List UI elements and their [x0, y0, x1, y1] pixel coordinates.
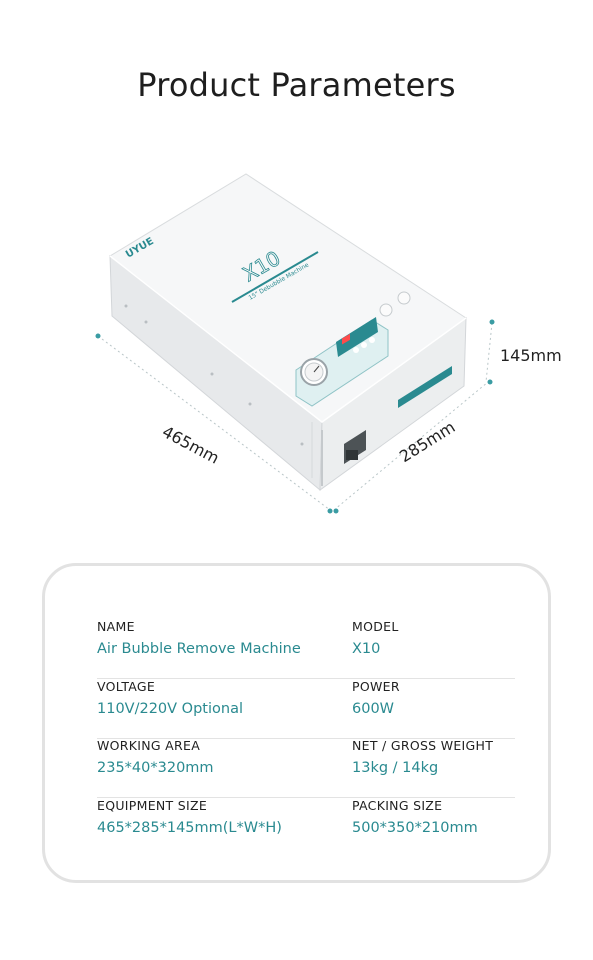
param-label: NAME	[97, 619, 135, 634]
knob-left	[379, 303, 393, 317]
param-row-equipment-size: EQUIPMENT SIZE 465*285*145mm(L*W*H) PACK…	[97, 798, 515, 858]
param-label: EQUIPMENT SIZE	[97, 798, 208, 813]
param-value: 13kg / 14kg	[352, 760, 439, 776]
page-title: Product Parameters	[137, 66, 456, 104]
dimension-dots	[95, 319, 495, 514]
param-label: MODEL	[352, 619, 399, 634]
param-label: NET / GROSS WEIGHT	[352, 738, 494, 753]
param-label: VOLTAGE	[97, 679, 156, 694]
param-value: 465*285*145mm(L*W*H)	[97, 820, 282, 836]
digital-display	[336, 317, 378, 357]
param-value: 600W	[352, 701, 395, 717]
height-dimension: 145mm	[500, 346, 562, 365]
dimension-lines	[97, 322, 493, 511]
param-value: Air Bubble Remove Machine	[97, 641, 301, 657]
param-row-working-area: WORKING AREA 235*40*320mm NET / GROSS WE…	[97, 738, 515, 798]
param-row-name: NAME Air Bubble Remove Machine MODEL X10	[97, 619, 515, 679]
machine-image: UYUE X10 15" Debubble Machine	[95, 173, 495, 514]
param-label: WORKING AREA	[97, 738, 201, 753]
param-value: 110V/220V Optional	[97, 701, 243, 717]
knob-right	[397, 291, 411, 305]
param-row-voltage: VOLTAGE 110V/220V Optional POWER 600W	[97, 679, 515, 739]
product-illustration: UYUE X10 15" Debubble Machine	[0, 160, 593, 540]
param-label: PACKING SIZE	[352, 798, 443, 813]
param-value: 500*350*210mm	[352, 820, 478, 836]
param-value: 235*40*320mm	[97, 760, 214, 776]
parameters-card: NAME Air Bubble Remove Machine MODEL X10…	[42, 563, 551, 883]
param-label: POWER	[352, 679, 400, 694]
param-value: X10	[352, 641, 381, 657]
side-label	[398, 366, 452, 408]
